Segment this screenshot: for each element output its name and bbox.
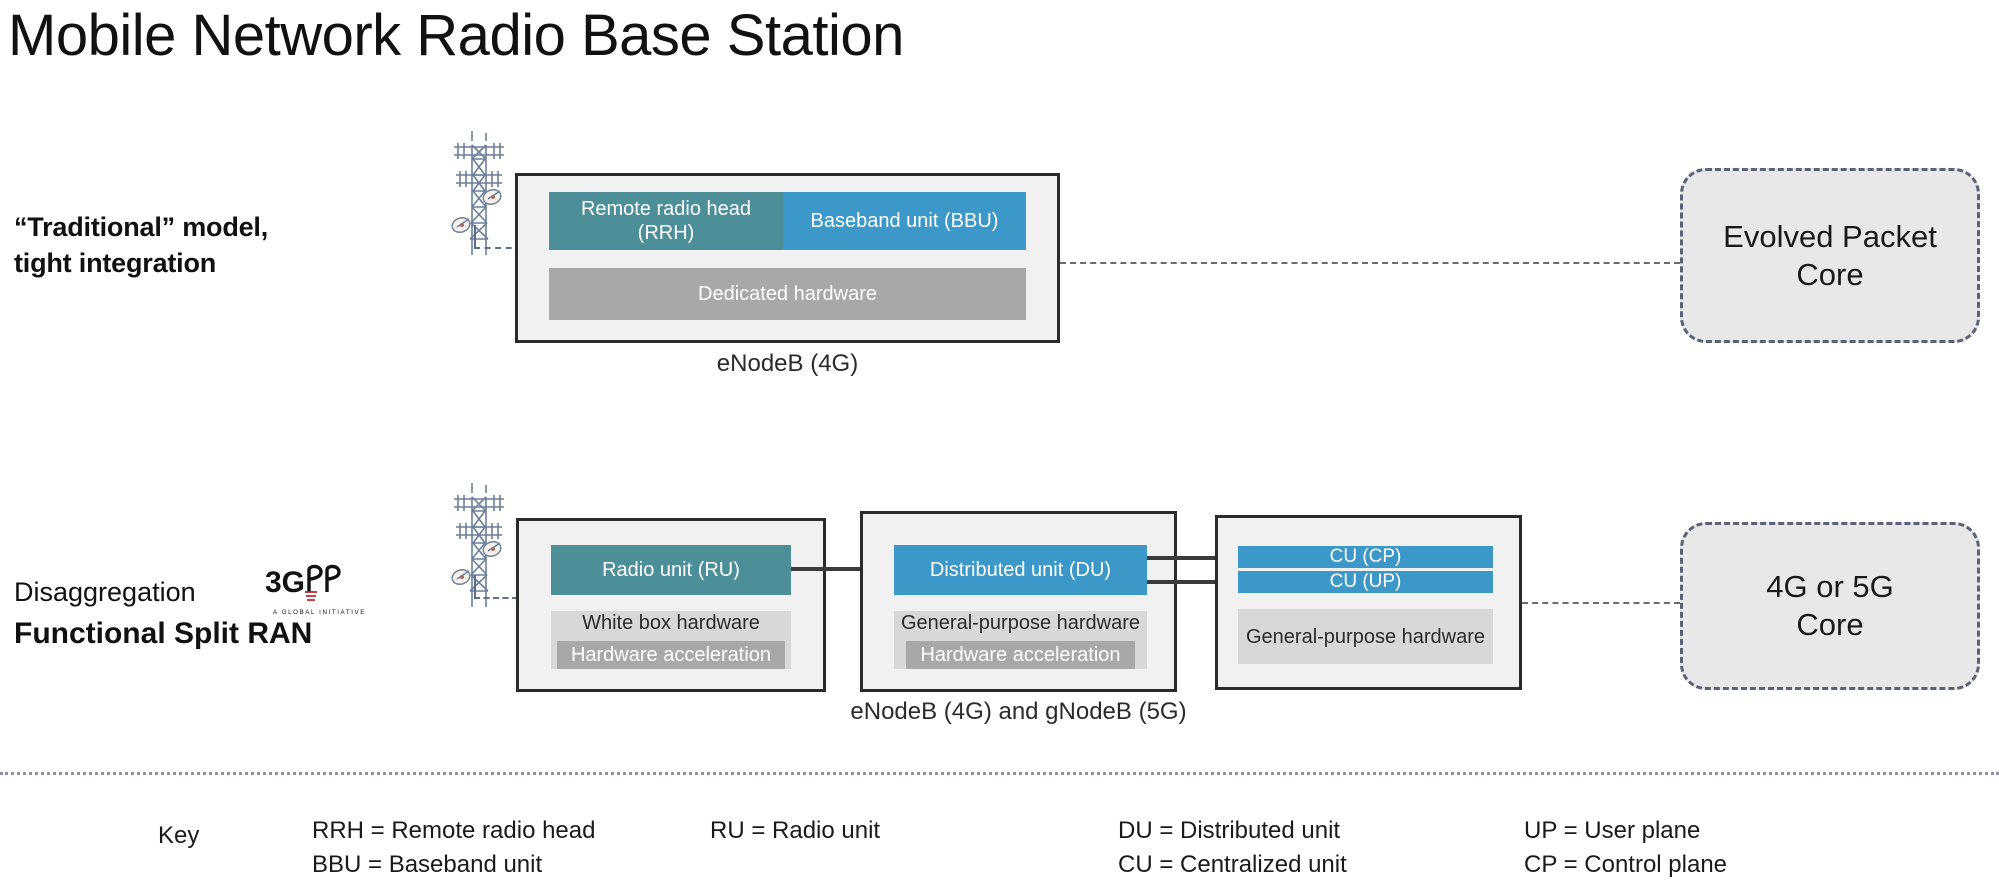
row-label-disaggregation: Disaggregation Functional Split RAN bbox=[14, 575, 414, 654]
tower-feeder-drop-top bbox=[474, 225, 476, 249]
hardware-radio-unit: White box hardware Hardware acceleration bbox=[551, 611, 791, 669]
cell-tower-icon bbox=[451, 131, 504, 255]
key-item-rrh: RRH = Remote radio head bbox=[312, 817, 596, 844]
link-enodeb-to-epc bbox=[1060, 262, 1680, 264]
core-4g5g-line2: Core bbox=[1796, 607, 1864, 642]
block-rrh-label-line1: Remote radio head bbox=[580, 197, 752, 220]
row-label-traditional: “Traditional” model, tight integration bbox=[14, 210, 384, 282]
block-remote-radio-head[interactable]: Remote radio head (RRH) bbox=[549, 192, 783, 250]
block-ru-label: Radio unit (RU) bbox=[602, 558, 740, 581]
tower-feeder-line-bottom bbox=[474, 597, 556, 599]
key-item-ru: RU = Radio unit bbox=[710, 817, 881, 844]
3gpp-logo-text: 3G bbox=[265, 566, 305, 599]
caption-enodeb-4g: eNodeB (4G) bbox=[716, 350, 859, 377]
link-du-to-cu-cp bbox=[1147, 556, 1237, 560]
key-label: Key bbox=[158, 822, 200, 849]
core-4g-or-5g[interactable]: 4G or 5G Core bbox=[1680, 522, 1980, 690]
link-cu-to-core bbox=[1522, 602, 1680, 604]
block-baseband-unit[interactable]: Baseband unit (BBU) bbox=[783, 192, 1026, 250]
key-item-du: DU = Distributed unit bbox=[1118, 817, 1341, 844]
page-title: Mobile Network Radio Base Station bbox=[8, 3, 904, 68]
row-label-disagg-line2: Functional Split RAN bbox=[14, 616, 313, 650]
block-cu-control-plane[interactable]: CU (CP) bbox=[1238, 546, 1493, 568]
hardware-ru-title: White box hardware bbox=[582, 612, 760, 634]
row-label-disagg-line1: Disaggregation bbox=[14, 577, 196, 607]
block-cu-cp-label: CU (CP) bbox=[1329, 546, 1402, 568]
key-item-cp: CP = Control plane bbox=[1524, 851, 1728, 879]
3gpp-logo-tagline: A GLOBAL INITIATIVE bbox=[273, 609, 365, 616]
block-cu-up-label: CU (UP) bbox=[1329, 571, 1402, 593]
block-cu-user-plane[interactable]: CU (UP) bbox=[1238, 571, 1493, 593]
block-distributed-unit[interactable]: Distributed unit (DU) bbox=[894, 545, 1147, 595]
row-label-traditional-line2: tight integration bbox=[14, 247, 217, 278]
block-dedicated-hardware-label: Dedicated hardware bbox=[698, 282, 877, 305]
hardware-centralized-unit: General-purpose hardware bbox=[1238, 609, 1493, 664]
link-ru-to-du bbox=[791, 567, 894, 571]
core-epc-line2: Core bbox=[1796, 256, 1864, 292]
key-item-up: UP = User plane bbox=[1524, 817, 1701, 844]
link-du-to-cu-up bbox=[1147, 580, 1237, 584]
block-radio-unit[interactable]: Radio unit (RU) bbox=[551, 545, 791, 595]
key-column-3: UP = User plane CP = Control plane bbox=[1524, 814, 1727, 882]
block-rrh-label-line2: (RRH) bbox=[637, 222, 695, 244]
core-4g5g-line1: 4G or 5G bbox=[1766, 569, 1894, 605]
core-evolved-packet-core[interactable]: Evolved Packet Core bbox=[1680, 168, 1980, 343]
key-item-bbu: BBU = Baseband unit bbox=[312, 851, 543, 879]
caption-enodeb-gnodeb: eNodeB (4G) and gNodeB (5G) bbox=[850, 698, 1187, 725]
block-du-label: Distributed unit (DU) bbox=[929, 558, 1112, 581]
block-dedicated-hardware[interactable]: Dedicated hardware bbox=[549, 268, 1026, 320]
key-separator bbox=[0, 772, 1999, 775]
row-label-traditional-line1: “Traditional” model, bbox=[14, 212, 269, 242]
hardware-cu-title: General-purpose hardware bbox=[1245, 625, 1486, 648]
key-column-1: RU = Radio unit bbox=[710, 814, 880, 848]
hardware-du-accel: Hardware acceleration bbox=[906, 641, 1135, 669]
core-epc-line1: Evolved Packet bbox=[1723, 218, 1937, 254]
3gpp-logo: 3G A GLOBAL INITIATIVE bbox=[265, 564, 365, 616]
key-item-cu: CU = Centralized unit bbox=[1118, 851, 1347, 879]
key-column-0: RRH = Remote radio head BBU = Baseband u… bbox=[312, 814, 595, 882]
block-rrh-label: Remote radio head (RRH) bbox=[581, 197, 751, 246]
tower-feeder-line-top bbox=[474, 247, 554, 249]
key-column-2: DU = Distributed unit CU = Centralized u… bbox=[1118, 814, 1347, 882]
hardware-du-title: General-purpose hardware bbox=[900, 612, 1141, 634]
hardware-distributed-unit: General-purpose hardware Hardware accele… bbox=[894, 611, 1147, 669]
hardware-ru-accel: Hardware acceleration bbox=[556, 641, 786, 669]
cell-tower-icon-2 bbox=[451, 483, 504, 607]
block-bbu-label: Baseband unit (BBU) bbox=[810, 209, 999, 232]
tower-feeder-drop-bottom bbox=[474, 575, 476, 599]
